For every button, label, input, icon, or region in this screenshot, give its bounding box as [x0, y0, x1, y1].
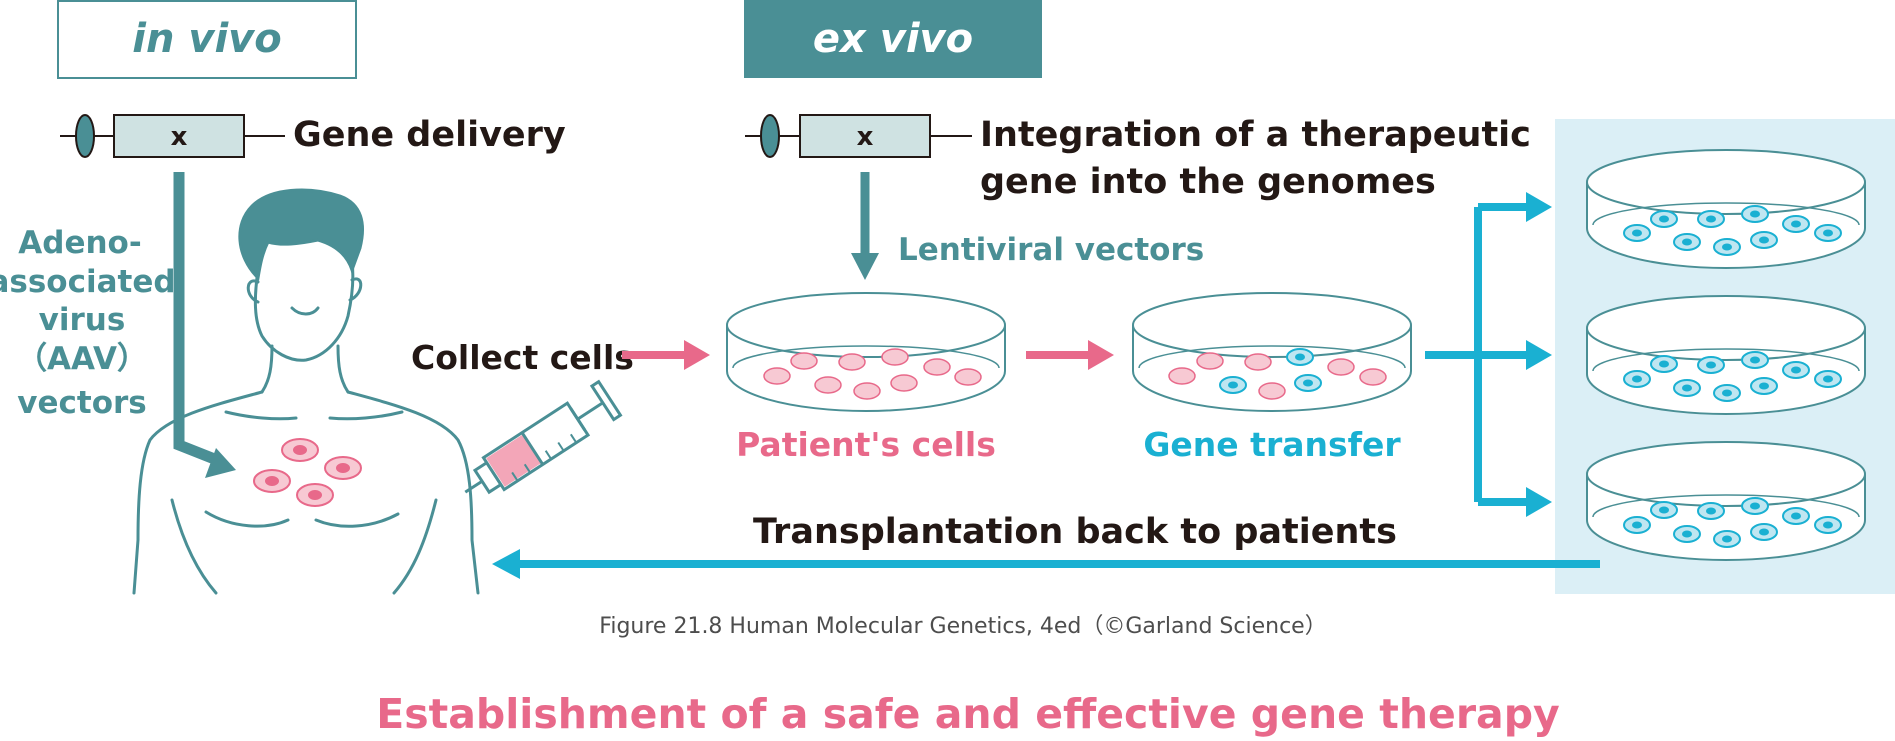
vector-construct-icon: x [745, 114, 972, 158]
arrow-icon [1526, 192, 1552, 222]
gene-x-label: x [857, 122, 874, 152]
syringe-icon [464, 379, 623, 495]
svg-text:virus: virus [39, 302, 126, 338]
aav-label: Adeno- associated virus （AAV） vectors [0, 225, 176, 421]
transplantation-arrow-icon [492, 549, 1600, 579]
expanded-dish-2 [1586, 295, 1866, 415]
petri-dish-icon [726, 292, 1006, 412]
footer-title: Establishment of a safe and effective ge… [376, 690, 1560, 738]
figure-caption: Figure 21.8 Human Molecular Genetics, 4e… [599, 614, 1326, 639]
transfer-arrow-icon [1026, 340, 1114, 370]
transplantation-label: Transplantation back to patients [753, 512, 1397, 552]
collect-cells-arrow-icon [622, 340, 710, 370]
petri-dish-icon [1132, 292, 1412, 412]
vector-construct-icon: x [60, 114, 285, 158]
gene-transfer-label: Gene transfer [1143, 425, 1401, 464]
expanded-dish-1 [1586, 149, 1866, 269]
person-icon [132, 188, 480, 595]
integration-label-line1: Integration of a therapeutic [980, 115, 1531, 155]
arrow-icon [1526, 487, 1552, 517]
svg-text:Adeno-: Adeno- [18, 225, 141, 261]
arrow-icon [1526, 340, 1552, 370]
ex-vivo-title: ex vivo [813, 16, 973, 62]
lentiviral-vectors-label: Lentiviral vectors [898, 232, 1204, 268]
patients-cells-label: Patient's cells [736, 425, 996, 464]
gene-delivery-label: Gene delivery [293, 115, 566, 155]
ex-vivo-header: ex vivo [744, 0, 1042, 78]
in-vivo-header: in vivo [57, 0, 357, 79]
svg-text:（AAV）: （AAV） [16, 341, 148, 377]
expanded-dish-3 [1586, 441, 1866, 561]
chest-cells [253, 438, 362, 507]
lentiviral-arrow-icon [851, 172, 879, 280]
branch-arrows-icon [1425, 203, 1530, 506]
aav-arrow-icon [173, 172, 236, 478]
integration-label-line2: gene into the genomes [980, 162, 1436, 202]
collect-cells-label: Collect cells [411, 338, 634, 377]
svg-text:associated: associated [0, 264, 176, 300]
svg-text:vectors: vectors [17, 385, 146, 421]
in-vivo-title: in vivo [132, 16, 281, 62]
gene-x-label: x [171, 122, 188, 152]
